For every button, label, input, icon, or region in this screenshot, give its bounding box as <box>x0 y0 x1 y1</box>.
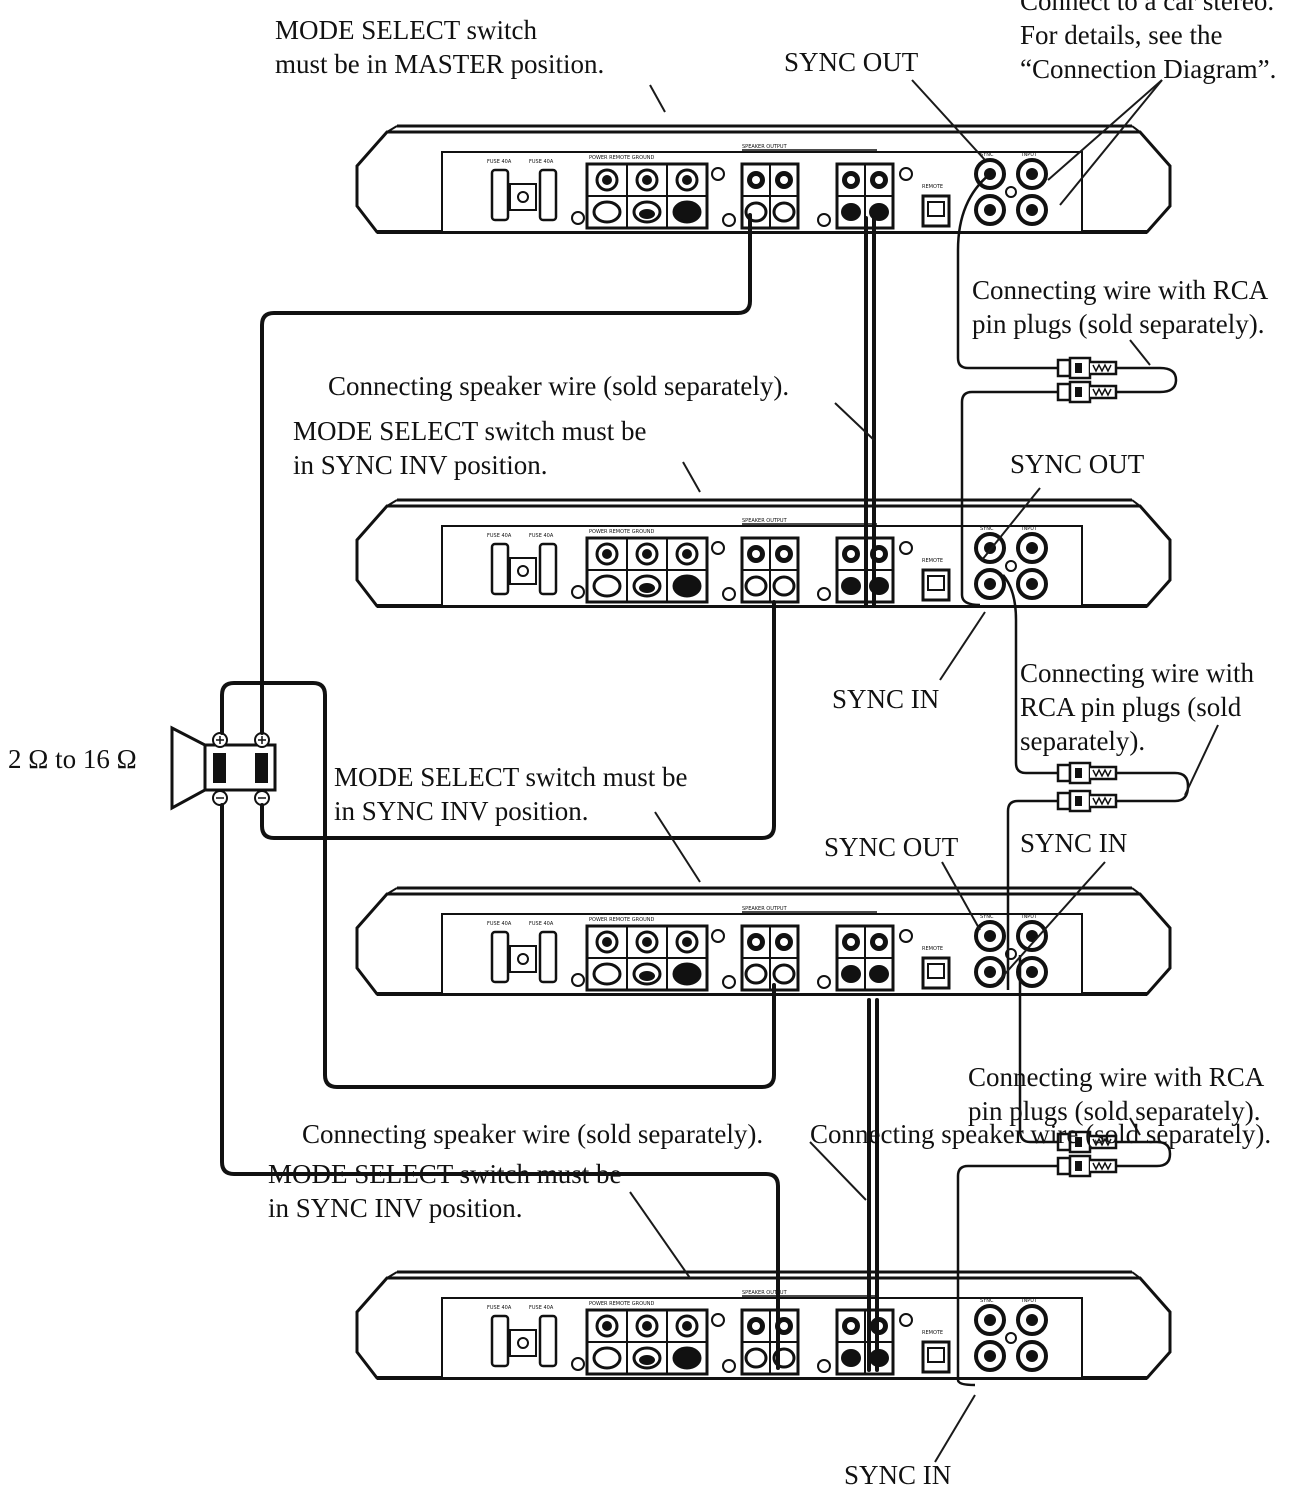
speaker-wires <box>220 213 879 1372</box>
amplifier-4-icon <box>355 1270 1172 1380</box>
sync-in-label-3: SYNC IN <box>1020 828 1128 858</box>
impedance-label: 2 Ω to 16 Ω <box>8 744 137 774</box>
amplifier-3-icon <box>355 886 1172 996</box>
rca-plug-icon <box>1028 789 1118 813</box>
speaker-wire-note-3: Connecting speaker wire (sold separately… <box>810 1119 1272 1149</box>
sync-in-label-2: SYNC IN <box>832 684 940 714</box>
rca-plug-icon <box>1028 356 1118 380</box>
sync-out-label-2: SYNC OUT <box>1010 449 1145 479</box>
speaker-icon <box>170 725 277 811</box>
speaker-wire-note-1: Connecting speaker wire (sold separately… <box>328 371 790 401</box>
amplifier-2-icon <box>355 498 1172 608</box>
rca-plug-icon <box>1028 761 1118 785</box>
car-stereo-note: Connect to a car stereo.For details, see… <box>1020 0 1277 84</box>
rca-sync-wires <box>956 173 1190 1387</box>
rca-plug-icon <box>1028 1154 1118 1178</box>
speaker-wire-note-2: Connecting speaker wire (sold separately… <box>302 1119 764 1149</box>
rca-plug-icon <box>1028 380 1118 404</box>
sync-out-label-1: SYNC OUT <box>784 47 919 77</box>
leader-lines <box>629 79 1219 1463</box>
sync-in-label-4: SYNC IN <box>844 1460 952 1490</box>
sync-out-label-3: SYNC OUT <box>824 832 959 862</box>
